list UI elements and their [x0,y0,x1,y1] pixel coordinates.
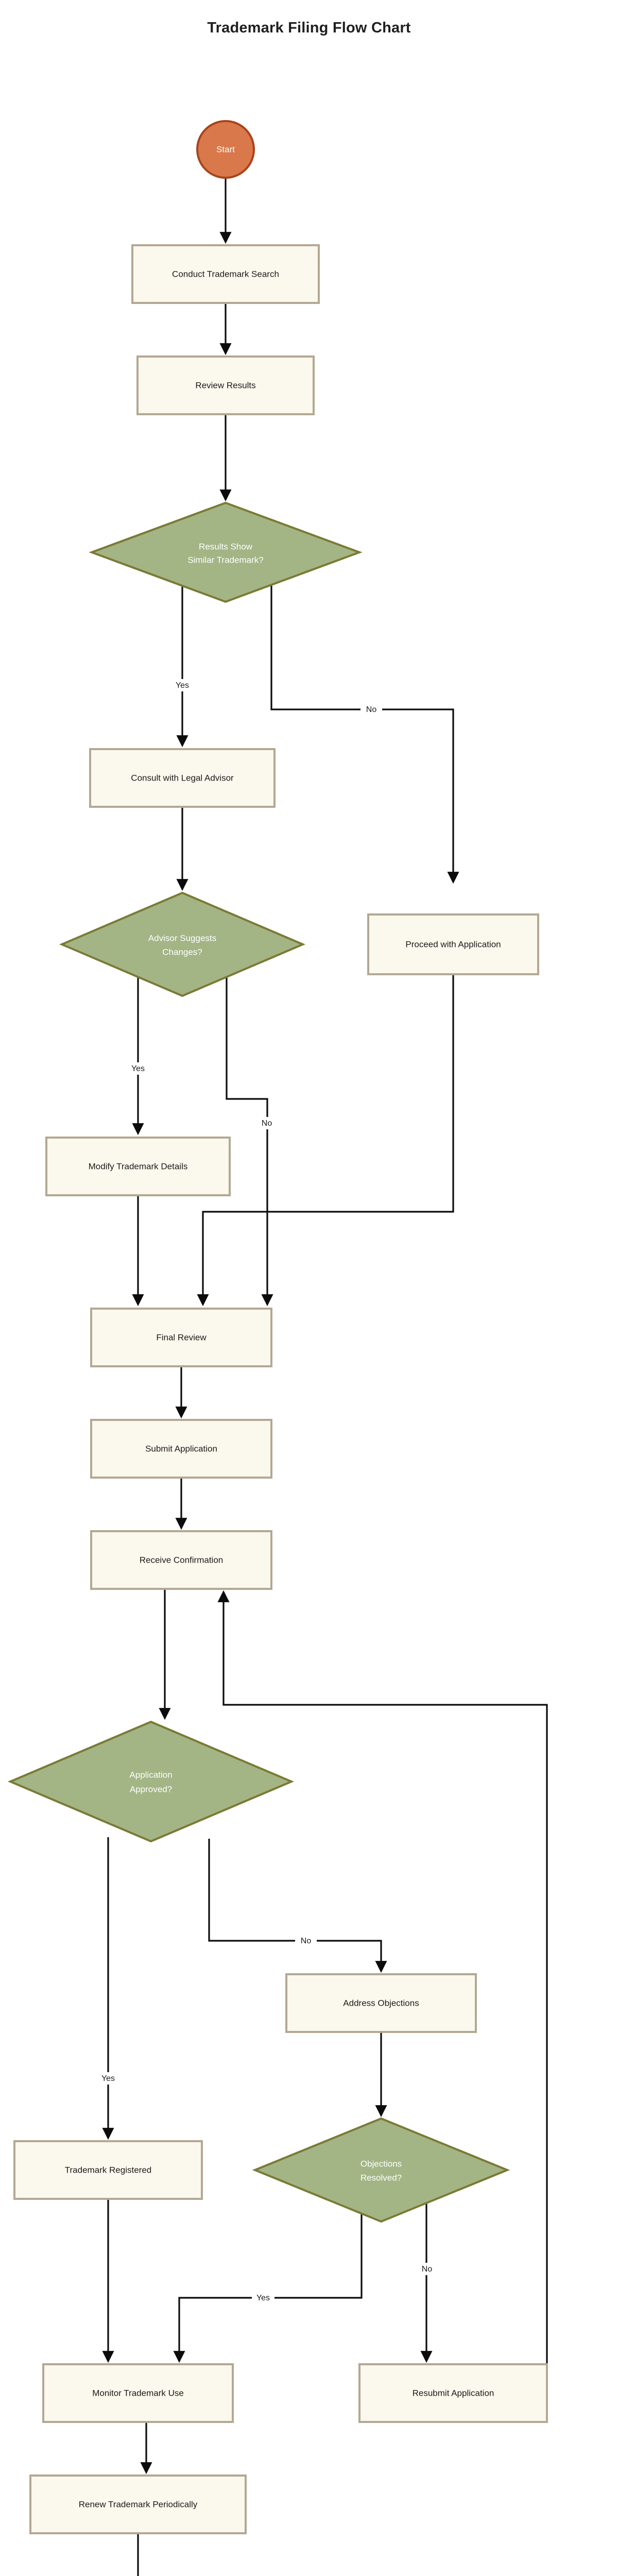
edge-resubmit-to-confirm [217,1590,548,2364]
node-label-consult-with-legal-advisor: Consult with Legal Advisor [131,773,234,783]
node-trademark-registered[interactable]: Trademark Registered [13,2140,203,2200]
edge-resolved-to-monitor [173,2200,363,2363]
decision-shape [7,1720,295,1843]
node-label-modify-trademark-details: Modify Trademark Details [89,1161,188,1171]
process-shape [358,2363,548,2423]
node-proceed-with-application[interactable]: Proceed with Application [367,913,539,975]
node-review-results[interactable]: Review Results [136,355,315,415]
node-label-monitor-trademark-use: Monitor Trademark Use [92,2388,184,2398]
node-label-approved-line2: Approved? [130,1784,172,1794]
edge-labels-layer: Yes No Yes No Yes No Yes No [97,679,438,2304]
node-label-proceed-with-application: Proceed with Application [405,939,501,949]
process-shape [90,1308,272,1367]
edge-label-similar-no: No [366,705,377,714]
process-shape [13,2140,203,2200]
edge-label-bg [295,1935,317,1947]
decision-shape [59,891,306,997]
node-label-address-objections: Address Objections [343,1998,419,2008]
node-label-resolved-line2: Resolved? [360,2173,402,2182]
node-label-changes-line2: Changes? [162,947,202,957]
node-monitor-trademark-use[interactable]: Monitor Trademark Use [42,2363,234,2423]
start-terminator-shape [196,120,255,179]
edge-label-approved-no: No [301,1937,312,1945]
node-label-resolved-line1: Objections [360,2159,402,2168]
node-consult-with-legal-advisor[interactable]: Consult with Legal Advisor [89,748,276,808]
process-shape [367,913,539,975]
edge-proceed-to-final [197,974,454,1307]
edge-label-bg [256,1117,278,1129]
edge-label-resolved-yes: Yes [256,2294,270,2302]
process-shape [136,355,315,415]
edge-similar-to-proceed [270,584,459,884]
node-application-approved[interactable]: Application Approved? [7,1720,295,1843]
node-label-review-results: Review Results [195,380,255,390]
node-label-resubmit-application: Resubmit Application [413,2388,494,2398]
node-modify-trademark-details[interactable]: Modify Trademark Details [45,1137,231,1196]
node-final-review[interactable]: Final Review [90,1308,272,1367]
node-label-changes-line1: Advisor Suggests [148,933,216,943]
edge-label-bg [360,703,382,716]
process-shape [285,1973,477,2033]
process-shape [131,244,320,304]
node-advisor-suggests-changes[interactable]: Advisor Suggests Changes? [59,891,306,997]
edge-label-similar-yes: Yes [176,681,189,690]
node-label-final-review: Final Review [156,1332,207,1342]
process-shape [29,2475,247,2534]
process-shape [90,1419,272,1479]
node-results-show-similar-trademark[interactable]: Results Show Similar Trademark? [89,501,363,603]
node-label-similar-line2: Similar Trademark? [187,555,263,565]
process-shape [89,748,276,808]
node-label-conduct-trademark-search: Conduct Trademark Search [172,269,279,279]
process-shape [45,1137,231,1196]
edge-label-bg [171,679,194,691]
node-objections-resolved[interactable]: Objections Resolved? [252,2117,510,2223]
node-label-similar-line1: Results Show [199,541,253,551]
edge-label-bg [416,2263,438,2275]
node-receive-confirmation[interactable]: Receive Confirmation [90,1530,272,1590]
edge-label-resolved-no: No [422,2265,433,2274]
process-shape [42,2363,234,2423]
edge-label-bg [252,2292,274,2304]
node-renew-trademark-periodically[interactable]: Renew Trademark Periodically [29,2475,247,2534]
node-conduct-trademark-search[interactable]: Conduct Trademark Search [131,244,320,304]
edge-changes-to-final [226,975,273,1307]
edge-approved-to-objections [208,1839,387,1973]
edge-label-bg [97,2072,119,2084]
node-address-objections[interactable]: Address Objections [285,1973,477,2033]
edge-label-changes-yes: Yes [131,1064,145,1073]
edges-layer [102,178,548,2576]
node-submit-application[interactable]: Submit Application [90,1419,272,1479]
node-label-start: Start [216,144,235,154]
page-title: Trademark Filing Flow Chart [207,20,411,36]
decision-shape [89,501,363,603]
node-label-receive-confirmation: Receive Confirmation [140,1555,224,1565]
edge-label-bg [127,1062,149,1075]
node-label-submit-application: Submit Application [145,1444,217,1453]
node-label-renew-trademark-periodically: Renew Trademark Periodically [79,2499,198,2509]
decision-shape [252,2117,510,2223]
node-label-trademark-registered: Trademark Registered [65,2165,152,2175]
node-resubmit-application[interactable]: Resubmit Application [358,2363,548,2423]
process-shape [90,1530,272,1590]
node-start[interactable]: Start [196,120,255,179]
node-label-approved-line1: Application [129,1770,172,1780]
edge-label-changes-no: No [262,1119,272,1128]
edge-label-approved-yes: Yes [101,2074,115,2083]
